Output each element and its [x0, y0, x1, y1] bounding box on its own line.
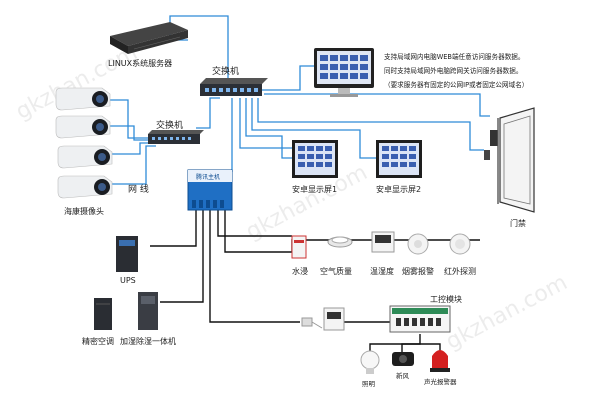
bulb-icon: [360, 350, 380, 374]
air-quality-icon: [327, 236, 353, 248]
fresh-air-label: 新风: [396, 372, 409, 380]
controller-box-icon: [187, 169, 233, 211]
smoke-alarm-icon: [407, 233, 429, 255]
switch-top-label: 交换机: [212, 67, 240, 77]
humidifier-icon: [138, 292, 158, 330]
meter-icon: [323, 307, 345, 331]
fresh-air-icon: [392, 352, 414, 366]
linux-server-label: LINUX系统服务器: [108, 59, 173, 68]
lighting-label: 照明: [362, 380, 375, 388]
android-screen-2-icon: [376, 140, 422, 178]
camera-icon: [55, 87, 113, 199]
pc-monitor-icon: [314, 48, 374, 97]
switch-left-icon: [148, 130, 204, 144]
android-screen-1-label: 安卓显示屏1: [292, 185, 338, 194]
door-access-icon: [484, 107, 535, 213]
network-links: [110, 15, 490, 185]
humidifier-label: 加湿除湿一体机: [120, 337, 176, 346]
sensor-probe-icon: [301, 317, 323, 329]
switch-left-label: 交换机: [156, 121, 184, 131]
linux-server-icon: [110, 22, 188, 54]
siren-icon: [430, 350, 450, 372]
access-control-label: 门禁: [510, 219, 526, 228]
switch-top-icon: [200, 78, 268, 96]
network-cable-label: 网 线: [128, 185, 149, 195]
remote-access-note: 支持局域网内电脑WEB端任意访问服务器数据。 同时支持局域网外电脑跨网关访问服务…: [384, 50, 584, 92]
temp-humidity-label: 温湿度: [370, 267, 394, 276]
android-screen-2-label: 安卓显示屏2: [376, 185, 422, 194]
sound-light-alarm-label: 声光报警器: [424, 378, 457, 386]
precision-ac-label: 精密空调: [82, 337, 114, 346]
smoke-alarm-label: 烟雾报警: [402, 267, 434, 276]
air-quality-label: 空气质量: [320, 267, 352, 276]
ups-icon: [116, 236, 138, 272]
control-module-icon: [389, 305, 451, 333]
controller-badge: 腾讯主机: [196, 174, 221, 181]
infrared-icon: [449, 233, 471, 255]
note-line: （要求服务器有固定的公网IP或者固定公网域名）: [384, 81, 529, 89]
infrared-label: 红外探测: [444, 267, 476, 276]
android-screen-1-icon: [292, 140, 338, 178]
precision-ac-icon: [94, 298, 112, 330]
temp-humidity-icon: [371, 231, 395, 253]
note-line: 同时支持局域网外电脑跨网关访问服务器数据。: [384, 67, 523, 75]
ups-label: UPS: [120, 276, 136, 285]
water-leak-icon: [291, 235, 307, 259]
control-module-label: 工控模块: [430, 295, 462, 304]
note-line: 支持局域网内电脑WEB端任意访问服务器数据。: [384, 53, 525, 61]
water-leak-label: 水浸: [292, 267, 308, 276]
camera-label: 海康摄像头: [64, 207, 104, 216]
